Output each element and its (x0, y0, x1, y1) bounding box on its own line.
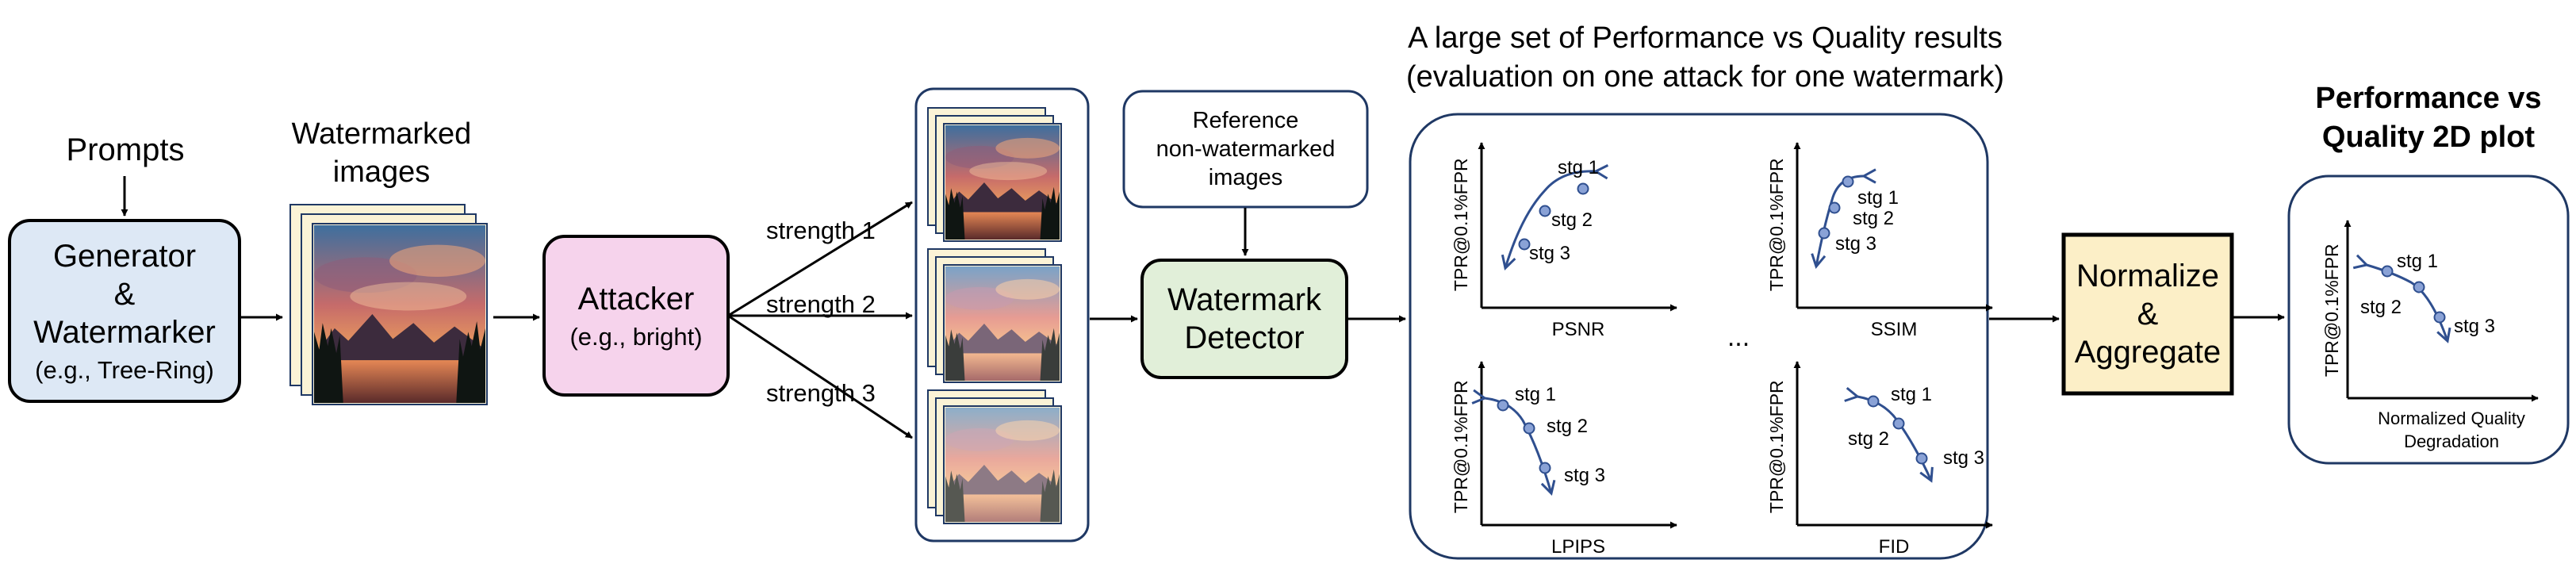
results-title-line2: (evaluation on one attack for one waterm… (1405, 59, 2005, 94)
psnr-curve (1501, 164, 1609, 270)
watermarked-line1: Watermarked (291, 117, 472, 151)
lpips-point-3 (1539, 462, 1551, 474)
final-x-label-line1: Normalized Quality (2378, 408, 2525, 428)
fid-stg1-label: stg 1 (1891, 384, 1933, 405)
results-title-line1: A large set of Performance vs Quality re… (1408, 21, 2003, 55)
normalize-text: Normalize & Aggregate (2064, 235, 2232, 393)
generator-box (8, 219, 241, 403)
lpips-stg2-label: stg 2 (1547, 416, 1589, 437)
detector-text: Watermark Detector (1142, 260, 1347, 378)
generator-text: Generator & Watermarker (e.g., Tree-Ring… (10, 220, 240, 401)
psnr-stg3-label: stg 3 (1529, 243, 1571, 264)
ellipsis: ... (1727, 322, 1750, 352)
final-title-line1: Performance vs (2315, 82, 2542, 115)
psnr-stg2-label: stg 2 (1551, 209, 1593, 231)
lpips-stg3-label: stg 3 (1564, 465, 1606, 486)
final-y-label: TPR@0.1%FPR (2321, 243, 2342, 378)
ssim-y-label: TPR@0.1%FPR (1765, 158, 1787, 292)
ssim-x-label: SSIM (1870, 319, 1918, 340)
ssim-point-2 (1828, 201, 1841, 214)
final-title: Performance vs Quality 2D plot (2284, 79, 2573, 156)
lpips-stg1-label: stg 1 (1515, 384, 1557, 405)
generator-line2: & (113, 277, 136, 312)
attacked-stack-2 (927, 248, 1062, 383)
lpips-y-label: TPR@0.1%FPR (1450, 380, 1471, 514)
strength-2-label: strength 2 (766, 290, 876, 318)
final-stg1-label: stg 1 (2397, 251, 2439, 272)
fid-point-1 (1867, 395, 1880, 408)
lpips-point-2 (1523, 422, 1535, 435)
psnr-point-1 (1577, 182, 1589, 195)
plot-fid (1793, 361, 1993, 529)
reference-text: Reference non-watermarked images (1124, 91, 1367, 207)
final-title-line2: Quality 2D plot (2321, 120, 2536, 154)
final-plot (2344, 220, 2539, 402)
reference-line1: Reference (1192, 107, 1299, 133)
reference-line2: non-watermarked (1156, 136, 1336, 162)
plot-lpips (1471, 361, 1677, 529)
final-stg3-label: stg 3 (2454, 316, 2496, 337)
prompts-label: Prompts (66, 132, 185, 167)
final-x-label-line2: Degradation (2404, 431, 2499, 451)
plot-psnr (1478, 142, 1677, 312)
attacker-sub: (e.g., bright) (569, 323, 703, 351)
normalize-line3: Aggregate (2074, 335, 2221, 370)
strength-3-label: strength 3 (766, 379, 876, 407)
fid-point-2 (1892, 417, 1905, 430)
attacker-text: Attacker (e.g., bright) (544, 236, 728, 395)
psnr-point-3 (1518, 238, 1531, 251)
normalize-box (2061, 232, 2234, 396)
watermarked-image-stack (289, 204, 488, 405)
attacked-stack-3 (927, 389, 1062, 524)
final-x-label: Normalized Quality Degradation (2344, 408, 2559, 453)
attacker-title: Attacker (577, 282, 695, 316)
fid-point-3 (1915, 452, 1928, 465)
results-title: A large set of Performance vs Quality re… (1348, 19, 2062, 96)
fid-y-label: TPR@0.1%FPR (1765, 380, 1787, 514)
detector-box (1140, 259, 1348, 379)
fid-x-label: FID (1878, 536, 1910, 558)
psnr-stg1-label: stg 1 (1558, 157, 1600, 178)
reference-line3: images (1208, 165, 1283, 191)
final-point-1 (2381, 265, 2394, 278)
detector-line1: Watermark (1167, 282, 1322, 317)
psnr-point-2 (1539, 205, 1551, 217)
psnr-y-label: TPR@0.1%FPR (1450, 158, 1471, 292)
normalize-line2: & (2137, 297, 2159, 332)
final-point-2 (2413, 281, 2425, 293)
generator-line3: Watermarker (33, 315, 216, 350)
strength-1-arrow (727, 201, 913, 317)
lpips-x-label: LPIPS (1551, 536, 1606, 558)
strength-3-arrow (727, 314, 913, 439)
normalize-line1: Normalize (2076, 259, 2220, 293)
attacked-stack-1 (927, 107, 1062, 242)
ssim-stg1-label: stg 1 (1857, 187, 1899, 209)
final-stg2-label: stg 2 (2360, 297, 2402, 318)
watermarked-line2: images (332, 155, 431, 189)
detector-line2: Detector (1184, 320, 1305, 355)
lpips-point-1 (1497, 399, 1509, 412)
psnr-x-label: PSNR (1551, 319, 1605, 340)
final-point-3 (2433, 311, 2446, 324)
fid-stg3-label: stg 3 (1943, 447, 1985, 469)
generator-sub: (e.g., Tree-Ring) (35, 356, 214, 384)
ssim-stg2-label: stg 2 (1853, 208, 1895, 229)
ssim-point-1 (1842, 175, 1854, 188)
ssim-stg3-label: stg 3 (1835, 233, 1877, 255)
ssim-point-3 (1818, 227, 1830, 240)
strength-1-label: strength 1 (766, 217, 876, 244)
plot-ssim (1793, 142, 1993, 312)
fid-stg2-label: stg 2 (1848, 428, 1890, 450)
generator-line1: Generator (52, 239, 197, 274)
reference-box (1122, 90, 1369, 209)
watermarked-images-label: Watermarked images (266, 116, 496, 191)
